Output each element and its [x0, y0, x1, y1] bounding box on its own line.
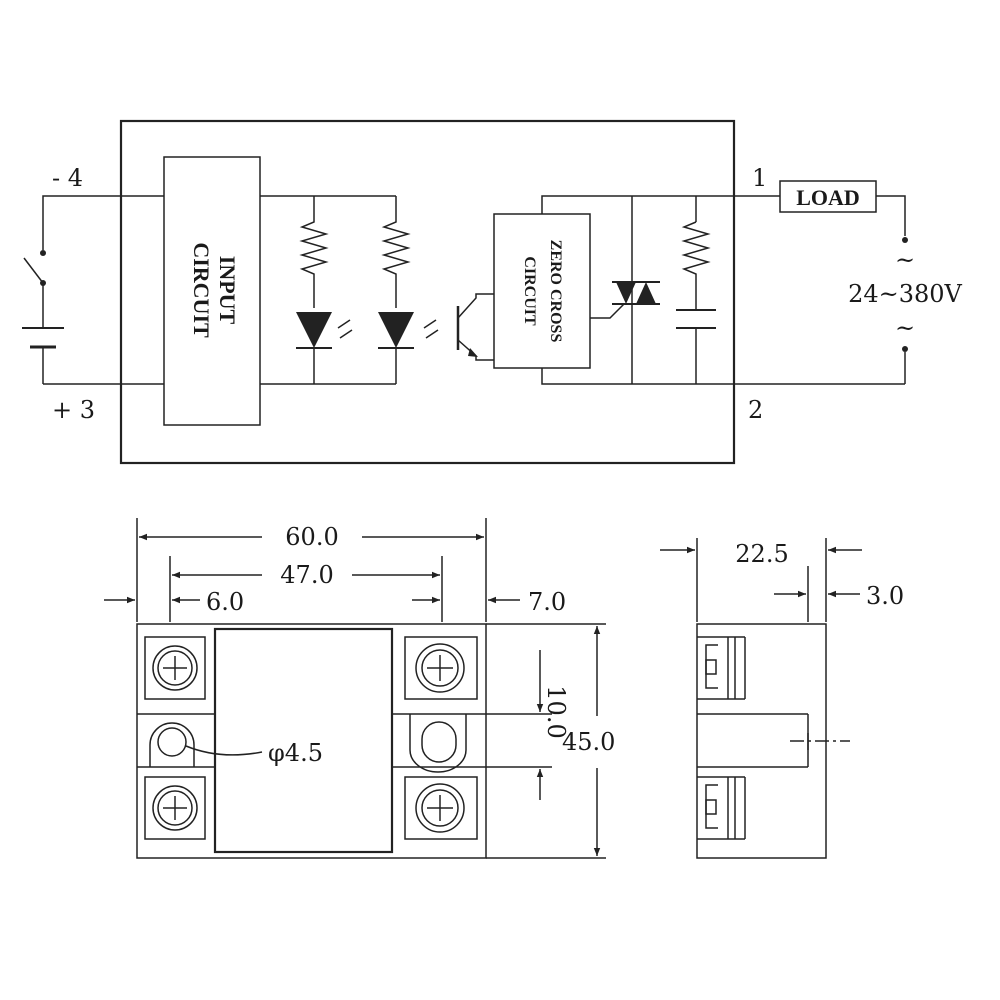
terminal-side-profile [697, 636, 746, 700]
screw-terminal [144, 776, 206, 840]
resistor-icon [681, 221, 711, 310]
zero-cross-line1: ZERO CROSS [547, 240, 564, 343]
zero-cross-line2: CIRCUIT [521, 256, 538, 326]
terminal-load-1-label: 1 [752, 164, 767, 192]
led-icon [378, 312, 439, 384]
dim-side-step: 3.0 [866, 582, 904, 610]
dim-hole-diameter: φ4.5 [268, 739, 323, 767]
resistor-icon [299, 196, 329, 308]
dim-left-offset: 6.0 [206, 588, 244, 616]
zero-cross-block: ZERO CROSS CIRCUIT [493, 213, 591, 369]
mounting-slot-right [409, 714, 467, 773]
resistor-icon [381, 196, 411, 308]
terminal-minus-label: - 4 [52, 164, 83, 192]
terminal-load-2-label: 2 [748, 396, 763, 424]
input-wiring [22, 195, 164, 385]
input-block-line2: CIRCUIT [189, 242, 214, 338]
voltage-label: 24~380V [848, 280, 962, 308]
screw-terminal [144, 636, 206, 700]
output-wiring: LOAD [541, 180, 908, 385]
side-view: 22.5 3.0 [660, 538, 904, 859]
screw-terminal [404, 776, 478, 840]
phototransistor-icon [456, 293, 494, 361]
schematic: - 4 + 3 INPUT CIRCUIT [22, 119, 963, 465]
switch-icon [23, 250, 46, 286]
ac-symbol-top: ~ [895, 246, 915, 274]
capacitor-icon [676, 309, 716, 384]
led-icon [296, 312, 353, 384]
dim-right-offset: 7.0 [528, 588, 566, 616]
dim-slot-height: 10.0 [542, 685, 570, 738]
load-box: LOAD [779, 180, 877, 213]
load-label: LOAD [796, 185, 860, 210]
terminal-plus-label: + 3 [52, 396, 95, 424]
triac-icon [590, 281, 660, 319]
screw-terminal [404, 636, 478, 700]
ac-symbol-bottom: ~ [895, 314, 915, 342]
input-block-line1: INPUT [215, 256, 240, 325]
led-branches [260, 195, 439, 385]
relay-body-front [136, 623, 487, 859]
dim-side-depth: 22.5 [735, 540, 788, 568]
front-view: 60.0 47.0 6.0 7.0 [104, 518, 615, 859]
battery-icon [22, 327, 64, 349]
relay-cover [213, 627, 394, 854]
input-circuit-block: INPUT CIRCUIT [163, 156, 261, 426]
dim-total-height: 45.0 [562, 728, 615, 756]
dim-hole-spacing: 47.0 [280, 561, 333, 589]
relay-body-side [696, 623, 827, 859]
mounting-hole-left [149, 722, 195, 767]
terminal-side-profile [697, 776, 746, 840]
dim-total-width: 60.0 [285, 523, 338, 551]
relay-housing-outline [119, 119, 736, 465]
